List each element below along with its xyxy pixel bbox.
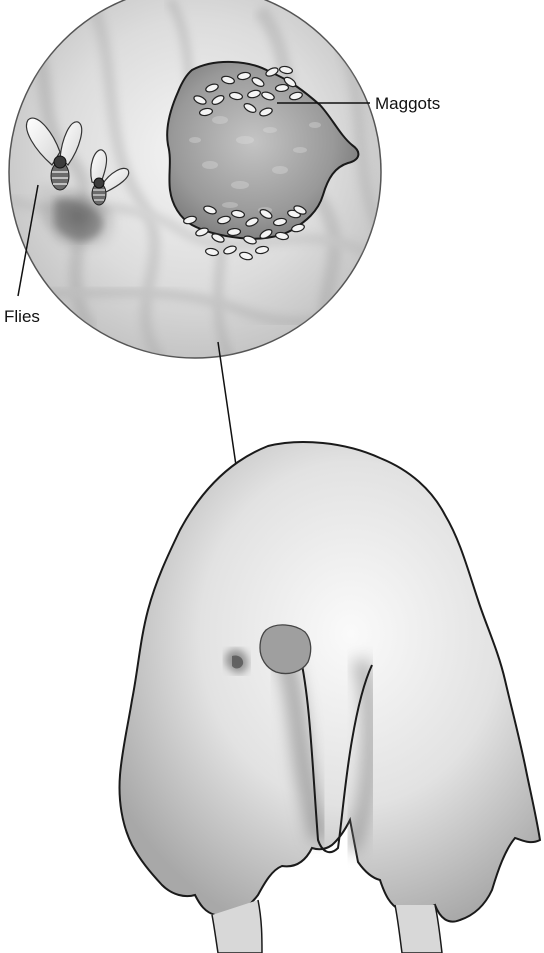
sheep-rear bbox=[120, 442, 541, 953]
magnified-view bbox=[9, 0, 392, 360]
flies-label: Flies bbox=[4, 307, 40, 326]
body-wound bbox=[260, 625, 311, 674]
right-leg bbox=[395, 905, 442, 953]
maggots-label: Maggots bbox=[375, 94, 440, 113]
sheep-body bbox=[120, 442, 541, 922]
